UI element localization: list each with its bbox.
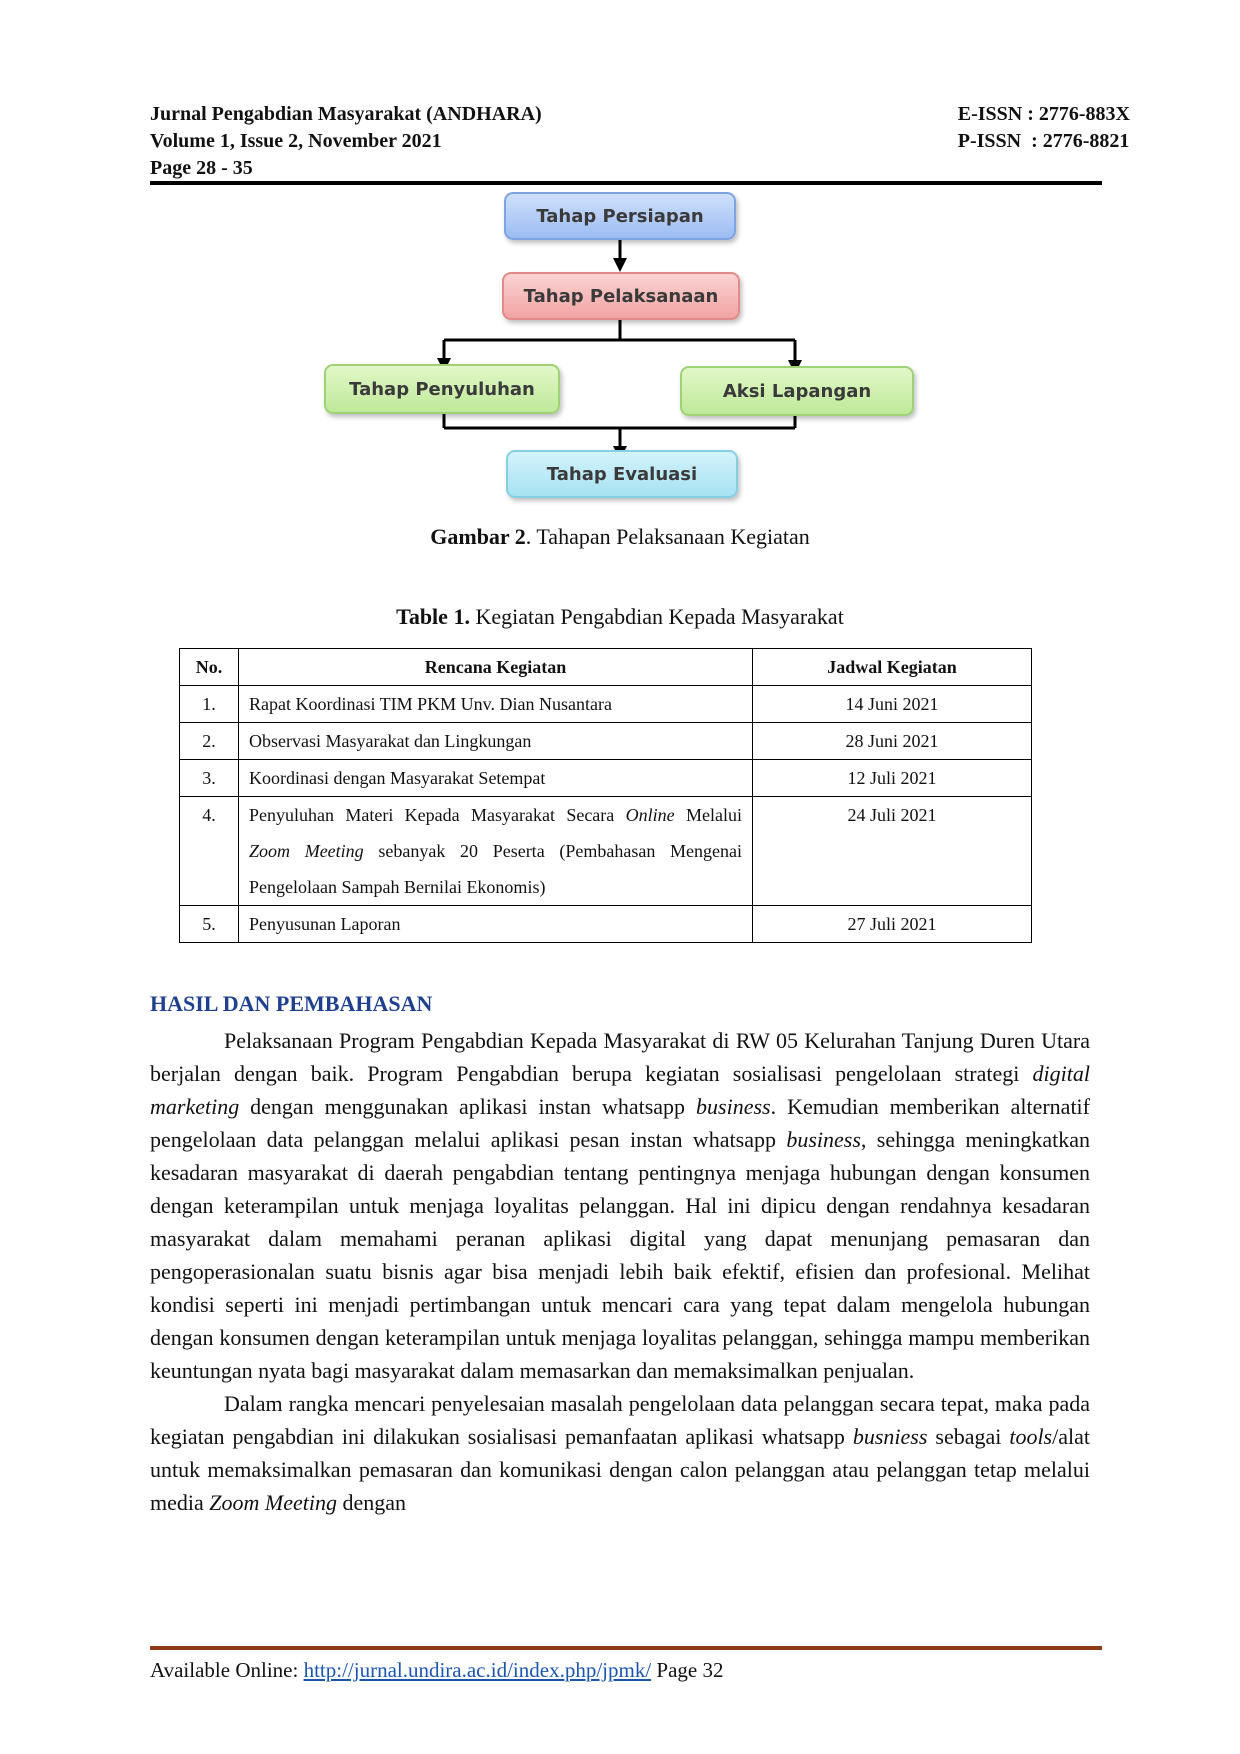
flow-box-persiapan: Tahap Persiapan bbox=[504, 192, 736, 240]
text-italic: business bbox=[696, 1094, 771, 1119]
row-rencana: Observasi Masyarakat dan Lingkungan bbox=[238, 722, 753, 760]
row-rencana: Penyuluhan Materi Kepada Masyarakat Seca… bbox=[238, 796, 753, 906]
header-no: No. bbox=[179, 648, 239, 686]
row-no: 5. bbox=[179, 905, 239, 943]
table-caption-text: Kegiatan Pengabdian Kepada Masyarakat bbox=[469, 604, 844, 629]
row-jadwal: 28 Juni 2021 bbox=[752, 722, 1032, 760]
paragraph-1: Pelaksanaan Program Pengabdian Kepada Ma… bbox=[150, 1024, 1090, 1387]
table-row: 4. Penyuluhan Materi Kepada Masyarakat S… bbox=[179, 796, 1032, 906]
header-divider bbox=[150, 181, 1102, 185]
activity-table: No. Rencana Kegiatan Jadwal Kegiatan 1. … bbox=[179, 648, 1032, 943]
text-italic: Zoom Meeting bbox=[209, 1490, 337, 1515]
header-jadwal: Jadwal Kegiatan bbox=[752, 648, 1032, 686]
journal-volume: Volume 1, Issue 2, November 2021 bbox=[150, 130, 442, 152]
figure-caption-label: Gambar 2 bbox=[430, 524, 526, 549]
rencana-part: sebanyak 20 Peserta (Pembahasan Mengenai… bbox=[249, 841, 742, 897]
header-right: E-ISSN : 2776-883X P-ISSN : 2776-8821 bbox=[958, 101, 1130, 155]
rencana-italic: Zoom Meeting bbox=[249, 841, 364, 861]
text-run: . Kemudian memberikan alternatif pengelo… bbox=[150, 1094, 1090, 1152]
text-italic: business bbox=[786, 1127, 861, 1152]
paragraph-2: Dalam rangka mencari penyelesaian masala… bbox=[150, 1387, 1090, 1519]
flow-box-penyuluhan: Tahap Penyuluhan bbox=[324, 364, 560, 414]
row-no: 2. bbox=[179, 722, 239, 760]
pissn: P-ISSN : 2776-8821 bbox=[957, 130, 1130, 152]
rencana-part: Melalui bbox=[674, 805, 742, 825]
text-run: /alat untuk memaksimalkan pemasaran dan … bbox=[150, 1424, 1090, 1515]
eissn: E-ISSN : 2776-883X bbox=[957, 103, 1130, 125]
text-run: Dalam rangka mencari penyelesaian masala… bbox=[150, 1391, 1090, 1449]
flowchart-connectors bbox=[437, 238, 802, 460]
text-italic: tools bbox=[1009, 1424, 1053, 1449]
footer-label: Available Online: bbox=[150, 1658, 304, 1682]
row-no: 1. bbox=[179, 685, 239, 723]
header-left: Jurnal Pengabdian Masyarakat (ANDHARA) V… bbox=[150, 101, 542, 182]
body-text: Pelaksanaan Program Pengabdian Kepada Ma… bbox=[150, 1024, 1090, 1519]
figure-caption-text: . Tahapan Pelaksanaan Kegiatan bbox=[525, 524, 810, 549]
row-jadwal: 24 Juli 2021 bbox=[752, 796, 1032, 906]
text-run: Pelaksanaan Program Pengabdian Kepada Ma… bbox=[150, 1028, 1090, 1086]
text-run: dengan menggunakan aplikasi instan whats… bbox=[239, 1094, 697, 1119]
table-row: 1. Rapat Koordinasi TIM PKM Unv. Dian Nu… bbox=[179, 685, 1032, 723]
text-run: dengan bbox=[336, 1490, 406, 1515]
footer-divider bbox=[150, 1646, 1102, 1650]
row-rencana: Koordinasi dengan Masyarakat Setempat bbox=[238, 759, 753, 797]
flow-box-pelaksanaan: Tahap Pelaksanaan bbox=[502, 272, 740, 320]
footer-link[interactable]: http://jurnal.undira.ac.id/index.php/jpm… bbox=[303, 1658, 652, 1682]
header-rencana: Rencana Kegiatan bbox=[238, 648, 753, 686]
table-row: 3. Koordinasi dengan Masyarakat Setempat… bbox=[179, 759, 1032, 797]
table-caption: Table 1. Kegiatan Pengabdian Kepada Masy… bbox=[0, 604, 1240, 630]
page-footer: Available Online: http://jurnal.undira.a… bbox=[150, 1658, 724, 1683]
table-header-row: No. Rencana Kegiatan Jadwal Kegiatan bbox=[179, 648, 1032, 686]
flow-box-aksi-lapangan: Aksi Lapangan bbox=[680, 366, 914, 416]
text-italic: busniess bbox=[852, 1424, 928, 1449]
row-jadwal: 27 Juli 2021 bbox=[752, 905, 1032, 943]
text-italic: digital marketing bbox=[150, 1061, 1090, 1119]
row-jadwal: 12 Juli 2021 bbox=[752, 759, 1032, 797]
table-row: 5. Penyusunan Laporan 27 Juli 2021 bbox=[179, 905, 1032, 943]
journal-title: Jurnal Pengabdian Masyarakat (ANDHARA) bbox=[150, 103, 542, 125]
text-run: , sehingga meningkatkan kesadaran masyar… bbox=[150, 1127, 1090, 1383]
row-rencana: Penyusunan Laporan bbox=[238, 905, 753, 943]
flowchart: Tahap Persiapan Tahap Pelaksanaan Tahap … bbox=[320, 192, 920, 512]
flow-box-evaluasi: Tahap Evaluasi bbox=[506, 450, 738, 498]
row-jadwal: 14 Juni 2021 bbox=[752, 685, 1032, 723]
table-row: 2. Observasi Masyarakat dan Lingkungan 2… bbox=[179, 722, 1032, 760]
row-no: 4. bbox=[179, 796, 239, 906]
footer-page: Page 32 bbox=[651, 1658, 724, 1682]
row-rencana: Rapat Koordinasi TIM PKM Unv. Dian Nusan… bbox=[238, 685, 753, 723]
journal-pages: Page 28 - 35 bbox=[150, 157, 253, 179]
table-caption-label: Table 1. bbox=[396, 604, 470, 629]
figure-caption: Gambar 2. Tahapan Pelaksanaan Kegiatan bbox=[0, 524, 1240, 550]
rencana-italic: Online bbox=[625, 805, 675, 825]
section-title: HASIL DAN PEMBAHASAN bbox=[150, 991, 433, 1016]
rencana-part: Penyuluhan Materi Kepada Masyarakat Seca… bbox=[249, 805, 626, 825]
text-run: sebagai bbox=[927, 1424, 1010, 1449]
row-no: 3. bbox=[179, 759, 239, 797]
